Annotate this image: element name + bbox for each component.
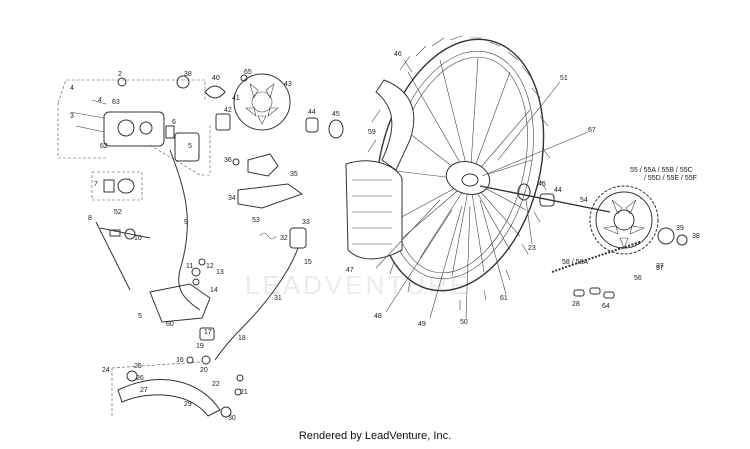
footer-credit: Rendered by LeadVenture, Inc. [298, 430, 452, 442]
callout-26: 26 [136, 375, 144, 382]
callout-52: 52 [114, 209, 122, 216]
callout-59: 59 [368, 129, 376, 136]
callout-57: 57 [656, 265, 664, 272]
callout-45: 45 [332, 111, 340, 118]
callout-47: 47 [346, 267, 354, 274]
callout-24: 24 [102, 367, 110, 374]
hose-connector [214, 227, 307, 361]
callout-3: 3 [70, 113, 74, 120]
callout-38: 38 [692, 233, 700, 240]
rear-sprocket [589, 185, 688, 255]
callout-48: 48 [374, 313, 382, 320]
callout-29: 29 [184, 401, 192, 408]
drive-chain [551, 241, 641, 299]
callout-20: 20 [200, 367, 208, 374]
callout-15: 15 [304, 259, 312, 266]
callout-32: 32 [280, 235, 288, 242]
sensor-box [91, 171, 143, 201]
callout-36: 36 [224, 157, 232, 164]
callout-22: 22 [212, 381, 220, 388]
callout-16: 16 [176, 357, 184, 364]
callout-64: 64 [602, 303, 610, 310]
callout-9: 9 [184, 219, 188, 226]
callout-14: 14 [210, 287, 218, 294]
callout-11: 11 [186, 263, 193, 270]
callout-8: 8 [88, 215, 92, 222]
callout-55-series-b: / 55D / 55E / 55F [644, 175, 697, 182]
callout-4: 4 [70, 85, 74, 92]
callout-18: 18 [238, 335, 246, 342]
callout-34: 34 [228, 195, 236, 202]
leader-lines [375, 59, 589, 319]
callout-30: 30 [228, 415, 236, 422]
watermark: LEADVENTURE [245, 270, 470, 300]
brake-pedal [111, 361, 244, 418]
callout-50: 50 [460, 319, 468, 326]
callout-41: 41 [232, 95, 240, 102]
callout-55-series-a: 55 / 55A / 55B / 55C [630, 167, 693, 174]
callout-5: 5 [188, 143, 192, 150]
mounting-brackets [232, 153, 304, 209]
callout-7: 7 [94, 181, 98, 188]
callout-61: 61 [500, 295, 508, 302]
brake-hose-upper [169, 149, 201, 311]
callout-43: 43 [284, 81, 292, 88]
callout-51: 51 [560, 75, 568, 82]
callout-23: 23 [528, 245, 536, 252]
callout-37: 37 [656, 263, 664, 270]
rear-axle [479, 183, 611, 213]
callout-49: 49 [418, 321, 426, 328]
callout-63: 63 [112, 99, 120, 106]
callout-35: 35 [290, 171, 298, 178]
callout-21: 21 [240, 389, 248, 396]
callout-4: 4 [98, 97, 102, 104]
callout-40: 40 [212, 75, 220, 82]
callout-65: 65 [244, 69, 252, 76]
callout-56: 56 [634, 275, 642, 282]
callout-31: 31 [274, 295, 282, 302]
callout-38: 38 [184, 71, 192, 78]
hub-bushings [305, 117, 344, 139]
callout-44: 44 [554, 187, 562, 194]
master-cylinder [149, 258, 215, 365]
callout-10: 10 [134, 235, 142, 242]
callout-13: 13 [216, 269, 224, 276]
callout-2: 2 [118, 71, 122, 78]
callout-33: 33 [302, 219, 310, 226]
callout-12: 12 [206, 263, 214, 270]
callout-27: 27 [140, 387, 148, 394]
callout-58-58a: 58 / 58A [562, 259, 588, 266]
sensor-cable [95, 221, 151, 291]
callout-67: 67 [588, 127, 596, 134]
callout-60: 60 [166, 321, 174, 328]
brake-disc [233, 73, 291, 131]
callout-62: 62 [100, 143, 108, 150]
callout-53: 53 [252, 217, 260, 224]
callout-46: 46 [394, 51, 402, 58]
callout-labels: 2 4 3 4 63 62 6 5 38 40 65 41 42 43 44 4… [70, 51, 700, 422]
callout-39: 39 [676, 225, 684, 232]
fender [345, 79, 415, 260]
callout-19: 19 [196, 343, 204, 350]
callout-17: 17 [204, 329, 212, 336]
callout-45: 45 [538, 181, 546, 188]
callout-54: 54 [580, 197, 588, 204]
caliper-group [57, 75, 231, 176]
callout-28: 28 [572, 301, 580, 308]
callout-25: 25 [134, 363, 142, 370]
callout-5: 5 [138, 313, 142, 320]
callout-6: 6 [172, 119, 176, 126]
callout-44: 44 [308, 109, 316, 116]
callout-42: 42 [224, 107, 232, 114]
